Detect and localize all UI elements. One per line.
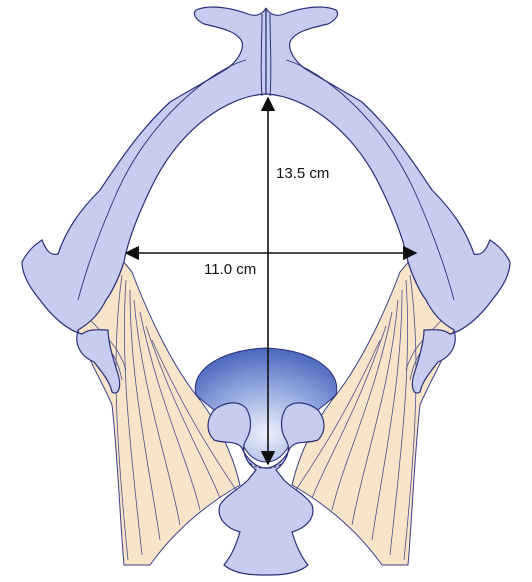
horizontal-measure-label: 11.0 cm [204,261,256,278]
vertical-measure-label: 13.5 cm [276,165,329,182]
